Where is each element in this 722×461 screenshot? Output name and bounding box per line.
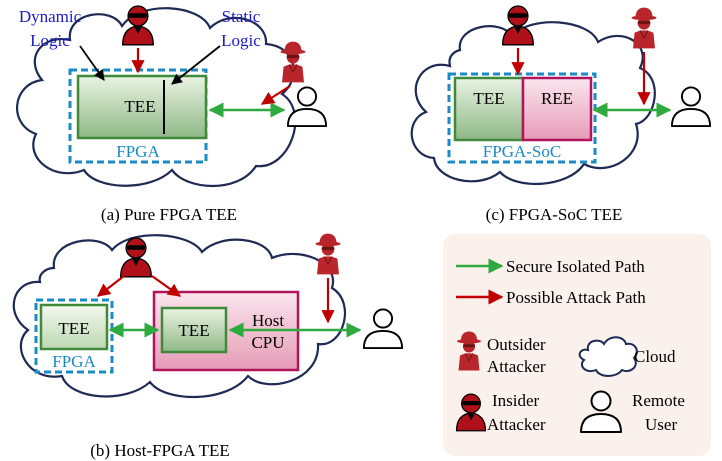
attack-arrow-insider-b-right bbox=[151, 275, 182, 297]
legend-outsider-label-1: Outsider bbox=[487, 335, 546, 354]
caption-a: (a) Pure FPGA TEE bbox=[101, 205, 237, 224]
ree-box-c bbox=[521, 76, 593, 142]
panel-c: TEE REE FPGA-SoC (c) FPGA-SoC TEE bbox=[410, 5, 712, 224]
caption-b: (b) Host-FPGA TEE bbox=[90, 441, 229, 460]
legend-box bbox=[443, 234, 711, 456]
host-tee-label-b: TEE bbox=[178, 321, 209, 340]
tee-box-c bbox=[453, 76, 525, 142]
legend-outsider-label-2: Attacker bbox=[487, 357, 546, 376]
legend-attack-label: Possible Attack Path bbox=[506, 288, 646, 307]
outsider-attacker-icon-b bbox=[314, 233, 342, 275]
host-tee-box-b bbox=[160, 306, 228, 354]
dynamic-pointer-arrow bbox=[79, 45, 105, 81]
tee-label-a: TEE bbox=[124, 97, 155, 116]
legend-remote-label-1: Remote bbox=[632, 391, 685, 410]
dynamic-logic-label-2: Logic bbox=[30, 31, 70, 50]
host-label-2: CPU bbox=[251, 333, 284, 352]
fpga-label-a: FPGA bbox=[116, 142, 160, 161]
caption-c: (c) FPGA-SoC TEE bbox=[486, 205, 623, 224]
fpga-label-b: FPGA bbox=[52, 352, 96, 371]
fpga-tee-label-b: TEE bbox=[58, 319, 89, 338]
remote-user-icon-b bbox=[362, 308, 404, 350]
legend-insider-label-1: Insider bbox=[492, 391, 540, 410]
legend-cloud-icon bbox=[578, 336, 638, 377]
legend-cloud-label: Cloud bbox=[634, 347, 676, 366]
panel-b: TEE FPGA TEE Host CPU (b) Host-FPGA TEE bbox=[12, 233, 404, 460]
attack-arrow-outsider-a bbox=[260, 85, 291, 105]
ree-label-c: REE bbox=[541, 89, 573, 108]
static-logic-label-2: Logic bbox=[221, 31, 261, 50]
static-pointer-arrow bbox=[171, 45, 221, 85]
legend-secure-label: Secure Isolated Path bbox=[506, 257, 645, 276]
fpga-tee-box-b bbox=[39, 303, 109, 351]
tee-label-c: TEE bbox=[473, 89, 504, 108]
static-logic-label-1: Static bbox=[222, 7, 261, 26]
outsider-attacker-icon-c bbox=[630, 7, 658, 49]
soc-label: FPGA-SoC bbox=[483, 142, 561, 161]
legend: Secure Isolated Path Possible Attack Pat… bbox=[443, 234, 711, 456]
remote-user-icon-c bbox=[670, 86, 712, 128]
host-label-1: Host bbox=[252, 311, 284, 330]
legend-remote-label-2: User bbox=[645, 415, 677, 434]
panel-a: TEE FPGA Dynamic Logic Static Logic (a) … bbox=[15, 5, 328, 224]
legend-insider-label-2: Attacker bbox=[487, 415, 546, 434]
attack-arrow-insider-b-left bbox=[96, 275, 125, 297]
tee-box-a bbox=[76, 74, 208, 140]
dynamic-logic-label-1: Dynamic bbox=[19, 7, 82, 26]
